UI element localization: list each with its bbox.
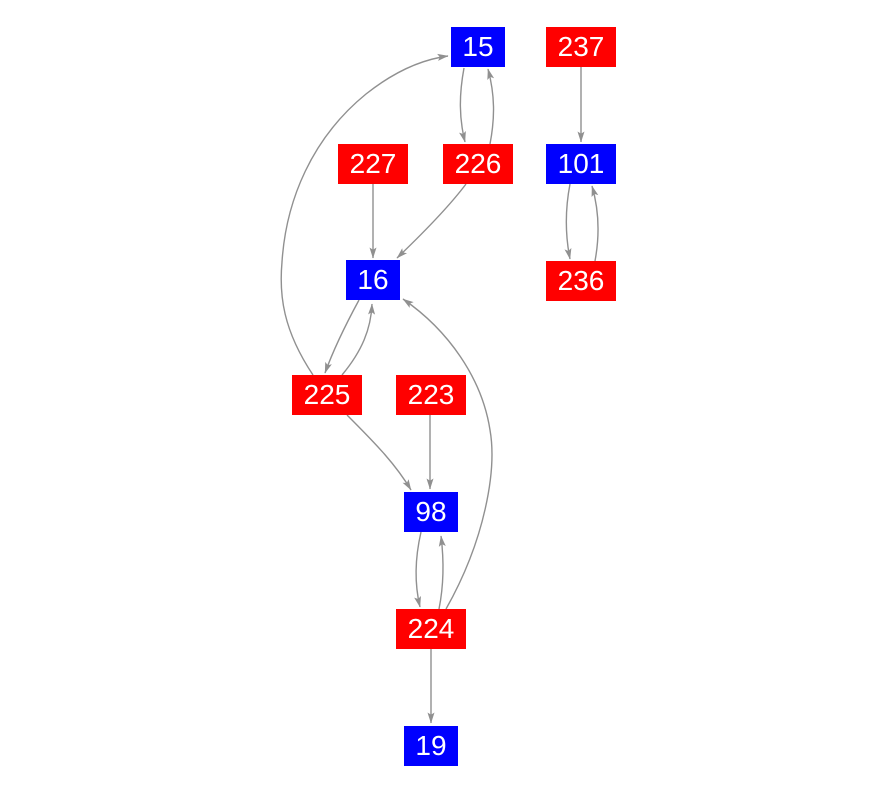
edge-224-to-98 [438, 535, 446, 610]
node-label: 225 [303, 379, 351, 410]
edge-224-to-16 [402, 298, 493, 610]
graph-node-15[interactable]: 15 [451, 27, 505, 67]
node-label: 223 [407, 379, 455, 410]
node-label: 227 [349, 148, 397, 179]
graph-node-224[interactable]: 224 [396, 609, 466, 649]
node-label: 226 [454, 148, 502, 179]
node-label: 19 [415, 730, 447, 761]
node-label: 236 [557, 265, 605, 296]
graph-node-237[interactable]: 237 [546, 27, 616, 67]
edge-225-to-98 [346, 414, 412, 491]
node-label: 101 [557, 148, 605, 179]
graph-node-236[interactable]: 236 [546, 261, 616, 301]
graph-node-16[interactable]: 16 [346, 260, 400, 300]
node-label: 237 [557, 31, 605, 62]
graph-node-98[interactable]: 98 [404, 492, 458, 532]
edge-98-to-224 [414, 531, 422, 608]
edge-236-to-101 [591, 185, 599, 262]
graph-node-226[interactable]: 226 [443, 144, 513, 184]
edge-101-to-236 [564, 183, 572, 260]
edge-226-to-16 [396, 183, 467, 259]
graph-node-223[interactable]: 223 [396, 375, 466, 415]
node-label: 224 [407, 613, 455, 644]
edge-225-to-16 [341, 303, 376, 376]
edge-15-to-226 [459, 67, 466, 143]
edge-225-to-15 [280, 53, 449, 376]
node-label: 16 [357, 264, 389, 295]
edge-16-to-225 [324, 299, 360, 374]
graph-node-225[interactable]: 225 [292, 375, 362, 415]
edge-group [280, 53, 599, 724]
node-label: 15 [462, 31, 494, 62]
node-label: 98 [415, 496, 447, 527]
graph-node-227[interactable]: 227 [338, 144, 408, 184]
edge-226-to-15 [487, 68, 495, 145]
graph-node-101[interactable]: 101 [546, 144, 616, 184]
graph-node-19[interactable]: 19 [404, 726, 458, 766]
